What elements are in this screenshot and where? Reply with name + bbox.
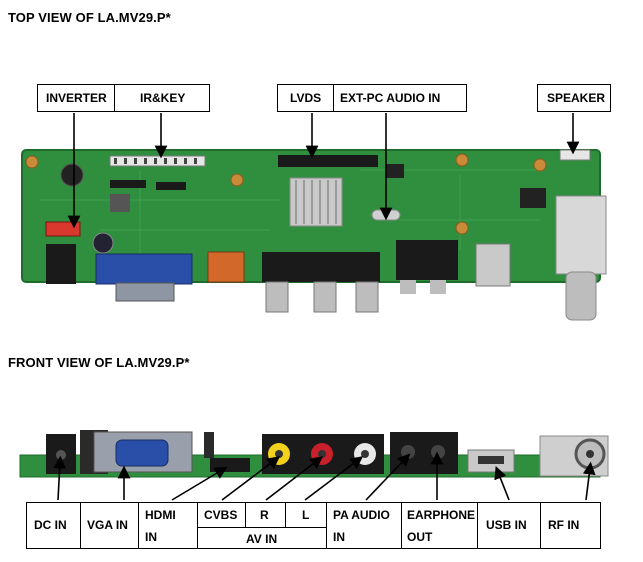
top-view-pcb xyxy=(21,149,607,321)
label-usb-in: USB IN xyxy=(486,518,527,532)
label-dc-in: DC IN xyxy=(34,518,67,532)
top-label-boxes xyxy=(37,84,611,112)
label-ir-key: IR&KEY xyxy=(140,91,186,105)
label-earphone-line2: OUT xyxy=(407,530,433,544)
label-r: R xyxy=(260,508,269,522)
front-view-pcb xyxy=(19,430,609,478)
front-view-heading: FRONT VIEW OF LA.MV29.P* xyxy=(8,355,190,370)
label-speaker: SPEAKER xyxy=(547,91,606,105)
front-label-table xyxy=(26,502,601,549)
front-arrows xyxy=(53,451,596,501)
label-vga-in: VGA IN xyxy=(87,518,128,532)
label-hdmi-line2: IN xyxy=(145,530,157,544)
top-arrows xyxy=(67,113,580,229)
label-rf-in: RF IN xyxy=(548,518,580,532)
label-cvbs: CVBS xyxy=(204,508,238,522)
label-lvds: LVDS xyxy=(290,91,322,105)
label-earphone-line1: EARPHONE xyxy=(407,508,476,522)
label-hdmi-line1: HDMI xyxy=(145,508,176,522)
top-view-heading: TOP VIEW OF LA.MV29.P* xyxy=(8,10,171,25)
label-pa-audio-line2: IN xyxy=(333,530,345,544)
label-pa-audio-line1: PA AUDIO xyxy=(333,508,390,522)
label-ext-pc-audio-in: EXT-PC AUDIO IN xyxy=(340,91,441,105)
label-av-in: AV IN xyxy=(246,532,278,546)
label-l: L xyxy=(302,508,310,522)
label-inverter: INVERTER xyxy=(46,91,107,105)
